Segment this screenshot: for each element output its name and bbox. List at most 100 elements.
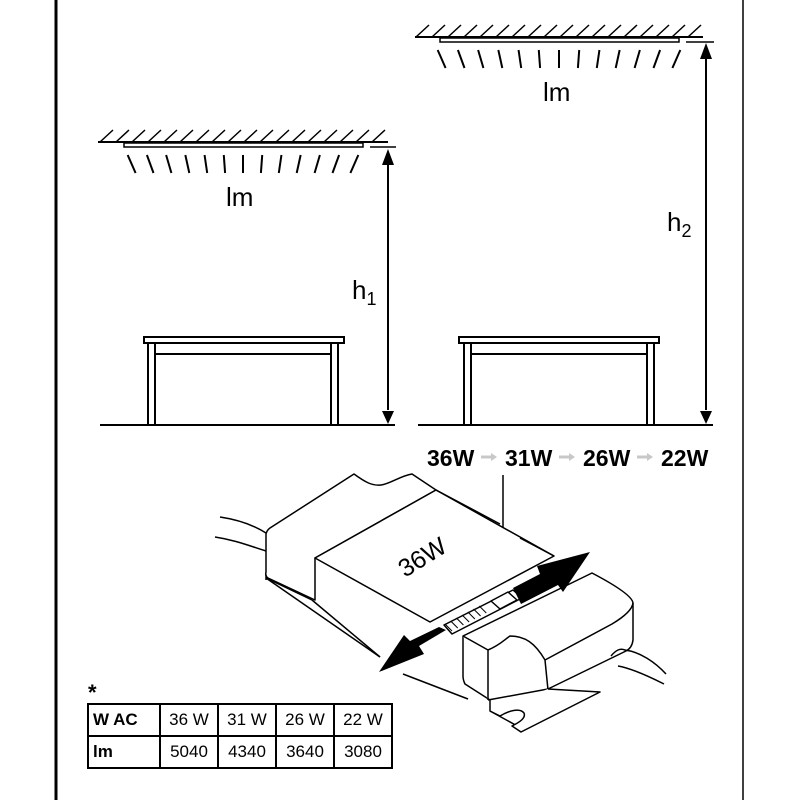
light-ray [277,154,283,174]
slide-direction-arrow [379,552,590,672]
left-cable-1 [219,516,267,534]
ceiling-hatch-line [339,129,354,143]
ceiling-hatch-line [115,129,130,143]
ceiling-hatch-line [479,24,494,38]
light-ray [652,49,662,69]
ceiling-hatch-line [323,129,338,143]
ceiling-hatch-line [307,129,322,143]
light-ray [295,154,302,174]
light-ray [222,154,227,174]
ceiling-hatch-line [511,24,526,38]
ceiling-hatch-line [147,129,162,143]
ceiling-hatch-line [259,129,274,143]
ceiling-hatch-line [415,24,430,38]
right-height-label: h2 [667,207,691,241]
ceiling-hatch-line [131,129,146,143]
switch-ridge [461,614,470,623]
right-height-subscript: 2 [681,221,691,241]
arrow-left-down [379,627,446,672]
left-room: lm h1 [98,129,396,426]
light-ray [331,154,341,174]
table-cell: 36 W [159,703,219,737]
right-cable [610,648,667,685]
table-row-lumen: lm 5040 4340 3640 3080 [87,735,393,769]
light-ray [576,49,581,69]
switch-ridge [450,620,459,629]
light-ray [436,49,447,69]
ceiling-hatch-line [447,24,462,38]
light-ray [477,49,485,69]
right-height-letter: h [667,207,681,237]
wattage-arrow-3 [637,453,653,461]
light-ray [614,49,621,69]
ceiling-hatch-line [543,24,558,38]
table-cell: 22 W [333,703,393,737]
light-ray [497,49,504,69]
wattage-options: 36W 31W 26W 22W [427,445,709,471]
light-ray [126,154,137,174]
right-room: lm h2 [415,24,714,426]
left-table [143,336,345,426]
left-light-rays [126,154,360,174]
left-height-subscript: 1 [366,289,376,309]
ceiling-hatch-line [527,24,542,38]
ceiling-hatch-line [275,129,290,143]
switch-ridge [473,608,481,617]
wattage-option-36w: 36W [427,445,475,471]
wattage-lumen-table: W AC 36 W 31 W 26 W 22 W lm 5040 4340 36… [87,703,393,769]
left-height-letter: h [352,275,366,305]
ceiling-hatch-line [495,24,510,38]
wattage-option-22w: 22W [661,445,709,471]
wattage-option-31w: 31W [505,445,553,471]
table-header-lumen: lm [87,735,161,769]
light-ray [517,49,523,69]
light-ray [456,49,466,69]
left-height-label: h1 [352,275,376,309]
ceiling-hatch-line [163,129,178,143]
light-ray [165,154,173,174]
left-dim-arrow-up [382,149,394,165]
light-ray [145,154,155,174]
switch-slider [490,591,518,610]
wattage-arrow-1 [481,453,497,461]
table-row-wattage: W AC 36 W 31 W 26 W 22 W [87,703,393,737]
ceiling-hatch-line [687,24,702,38]
left-luminaire [123,142,364,148]
ceiling-hatch-line [591,24,606,38]
left-lumen-label: lm [226,182,253,212]
table-cell: 26 W [275,703,335,737]
right-lumen-label: lm [543,77,570,107]
footnote-marker: * [88,680,97,705]
light-ray [633,49,641,69]
ceiling-hatch-line [607,24,622,38]
ceiling-hatch-line [639,24,654,38]
table-cell: 3080 [333,735,393,769]
ceiling-hatch-line [195,129,210,143]
light-ray [537,49,542,69]
light-ray [671,49,682,69]
ceiling-hatch-line [179,129,194,143]
ceiling-hatch-line [575,24,590,38]
left-ceiling [99,129,386,143]
table-header-wattage: W AC [87,703,161,737]
switch-ridge [456,617,464,626]
right-light-rays [436,49,682,69]
light-ray [184,154,191,174]
table-cell: 3640 [275,735,335,769]
ceiling-hatch-line [623,24,638,38]
ceiling-hatch-line [99,129,114,143]
ceiling-hatch-line [559,24,574,38]
right-end-cap [462,572,634,729]
right-ceiling [415,24,702,38]
switch-ridge [444,623,453,632]
driver-unit: 36W [214,473,667,733]
ceiling-hatch-line [463,24,478,38]
right-dim-arrow-down [700,411,712,424]
left-dim-arrow-down [382,411,394,424]
wattage-option-26w: 26W [583,445,631,471]
right-dim-arrow-up [700,43,712,59]
ceiling-hatch-line [211,129,226,143]
ceiling-hatch-line [243,129,258,143]
switch-ridge [478,605,487,614]
